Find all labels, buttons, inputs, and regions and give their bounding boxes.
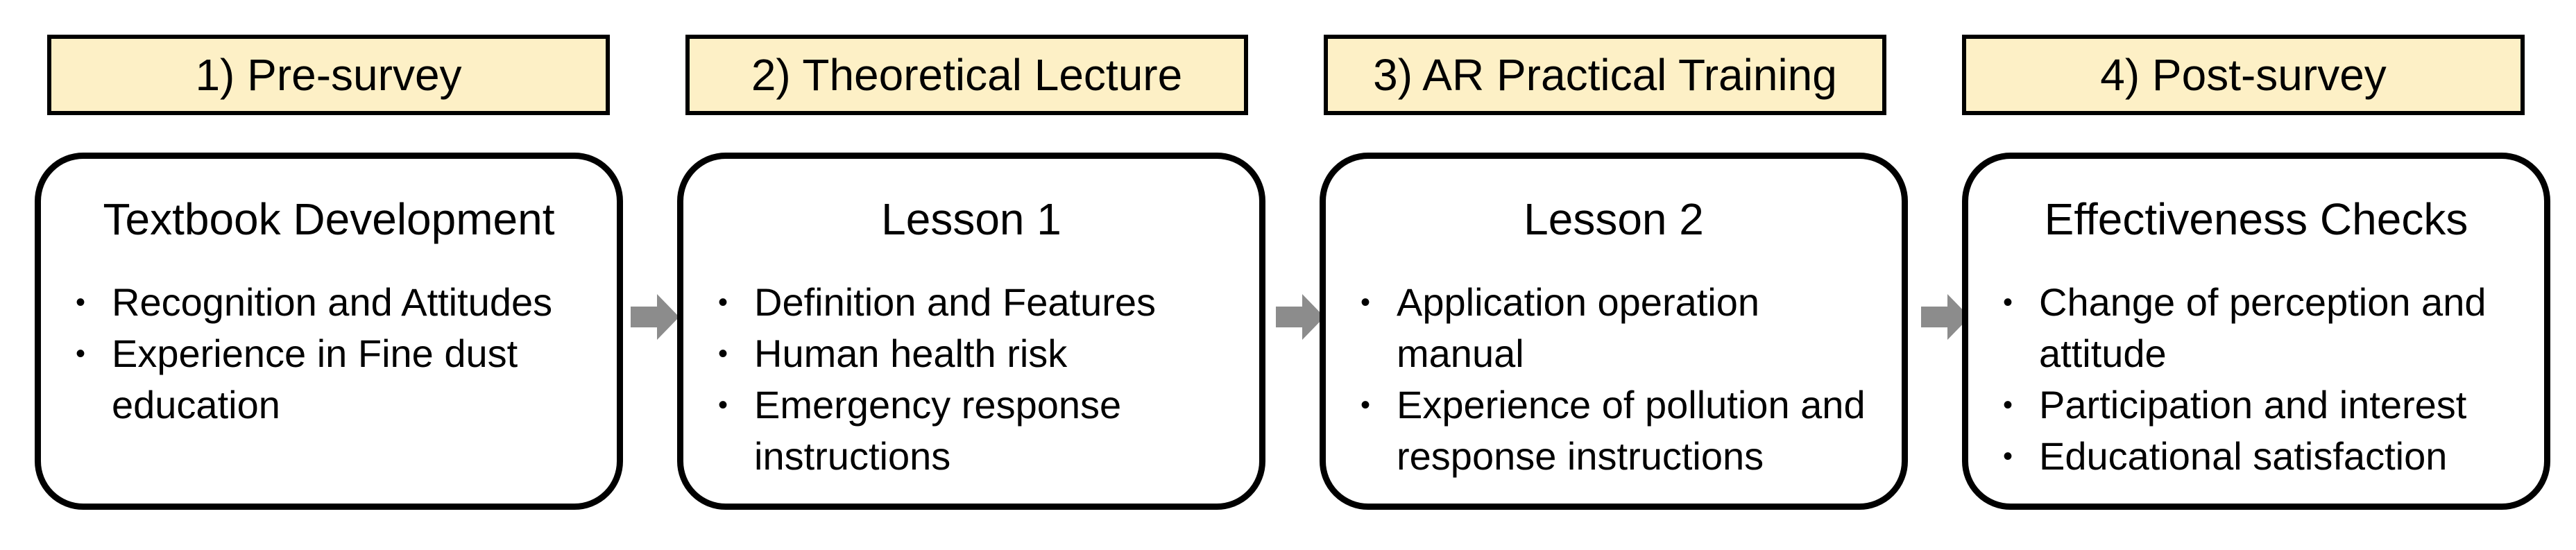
- bullet-list: • Change of perception and attitude • Part…: [2003, 277, 2530, 482]
- bullet-dot-icon: •: [718, 390, 728, 420]
- bullet-dot-icon: •: [2003, 441, 2013, 472]
- stage-ar-practical-training: 3) AR Practical Training Lesson 2 • Appli…: [1290, 0, 1925, 550]
- bullet-text: Emergency response instructions: [754, 383, 1122, 478]
- bullet-item: • Educational satisfaction: [2003, 431, 2530, 482]
- bullet-item: • Definition and Features: [718, 277, 1245, 328]
- stage-header: 4) Post-survey: [1962, 35, 2525, 115]
- bullet-text: Educational satisfaction: [2039, 434, 2448, 478]
- bullet-item: • Participation and interest: [2003, 379, 2530, 431]
- bullet-item: • Change of perception and attitude: [2003, 277, 2530, 379]
- bullet-text: Participation and interest: [2039, 383, 2467, 427]
- bullet-list: • Definition and Features • Human health r…: [718, 277, 1245, 482]
- stage-header: 2) Theoretical Lecture: [685, 35, 1248, 115]
- bullet-text: Recognition and Attitudes: [112, 280, 553, 324]
- stage-header: 1) Pre-survey: [47, 35, 610, 115]
- bullet-text: Experience of pollution and response ins…: [1397, 383, 1866, 478]
- bullet-text: Experience in Fine dust education: [112, 332, 518, 427]
- arrow-right-icon: [1921, 294, 1970, 340]
- card-title: Lesson 1: [881, 194, 1061, 244]
- card-title: Lesson 2: [1524, 194, 1704, 244]
- bullet-dot-icon: •: [718, 338, 728, 369]
- bullet-item: • Human health risk: [718, 328, 1245, 379]
- stage-header: 3) AR Practical Training: [1324, 35, 1886, 115]
- bullet-dot-icon: •: [1360, 390, 1371, 420]
- bullet-list: • Application operation manual • Experienc…: [1360, 277, 1888, 482]
- bullet-dot-icon: •: [718, 287, 728, 318]
- bullet-dot-icon: •: [1360, 287, 1371, 318]
- bullet-item: • Recognition and Attitudes: [76, 277, 603, 328]
- bullet-dot-icon: •: [2003, 390, 2013, 420]
- stage-pre-survey: 1) Pre-survey Textbook Development • Reco…: [0, 0, 635, 550]
- arrow-right-icon: [631, 294, 679, 340]
- bullet-dot-icon: •: [76, 287, 86, 318]
- bullet-dot-icon: •: [76, 338, 86, 369]
- bullet-item: • Emergency response instructions: [718, 379, 1245, 482]
- stage-post-survey: 4) Post-survey Effectiveness Checks • Cha…: [1936, 0, 2570, 550]
- bullet-item: • Experience of pollution and response in…: [1360, 379, 1888, 482]
- bullet-text: Definition and Features: [754, 280, 1157, 324]
- card-title: Textbook Development: [103, 194, 555, 244]
- arrow-right-icon: [1276, 294, 1324, 340]
- bullet-text: Application operation manual: [1397, 280, 1760, 375]
- bullet-item: • Experience in Fine dust education: [76, 328, 603, 431]
- stage-card: Lesson 1 • Definition and Features • Human…: [677, 153, 1265, 510]
- stage-card: Textbook Development • Recognition and At…: [35, 153, 623, 510]
- bullet-item: • Application operation manual: [1360, 277, 1888, 379]
- card-title: Effectiveness Checks: [2044, 194, 2468, 244]
- stage-card: Lesson 2 • Application operation manual •…: [1320, 153, 1908, 510]
- bullet-text: Human health risk: [754, 332, 1068, 375]
- bullet-dot-icon: •: [2003, 287, 2013, 318]
- stage-theoretical-lecture: 2) Theoretical Lecture Lesson 1 • Definit…: [645, 0, 1280, 550]
- stage-card: Effectiveness Checks • Change of percepti…: [1962, 153, 2550, 510]
- bullet-text: Change of perception and attitude: [2039, 280, 2487, 375]
- bullet-list: • Recognition and Attitudes • Experience i…: [76, 277, 603, 431]
